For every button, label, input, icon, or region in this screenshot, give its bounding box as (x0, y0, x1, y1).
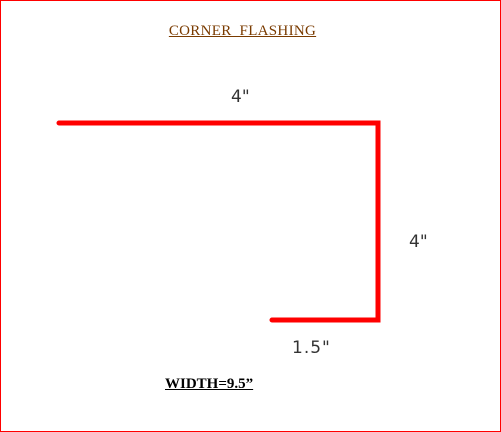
bottom-leg-dimension: 1.5" (292, 338, 331, 358)
right-leg-dimension: 4" (409, 232, 428, 252)
top-leg-dimension: 4" (231, 87, 250, 107)
diagram-title: CORNER FLASHING (168, 23, 317, 39)
flashing-profile-line (56, 120, 381, 323)
total-width-note: WIDTH=9.5” (165, 376, 254, 392)
